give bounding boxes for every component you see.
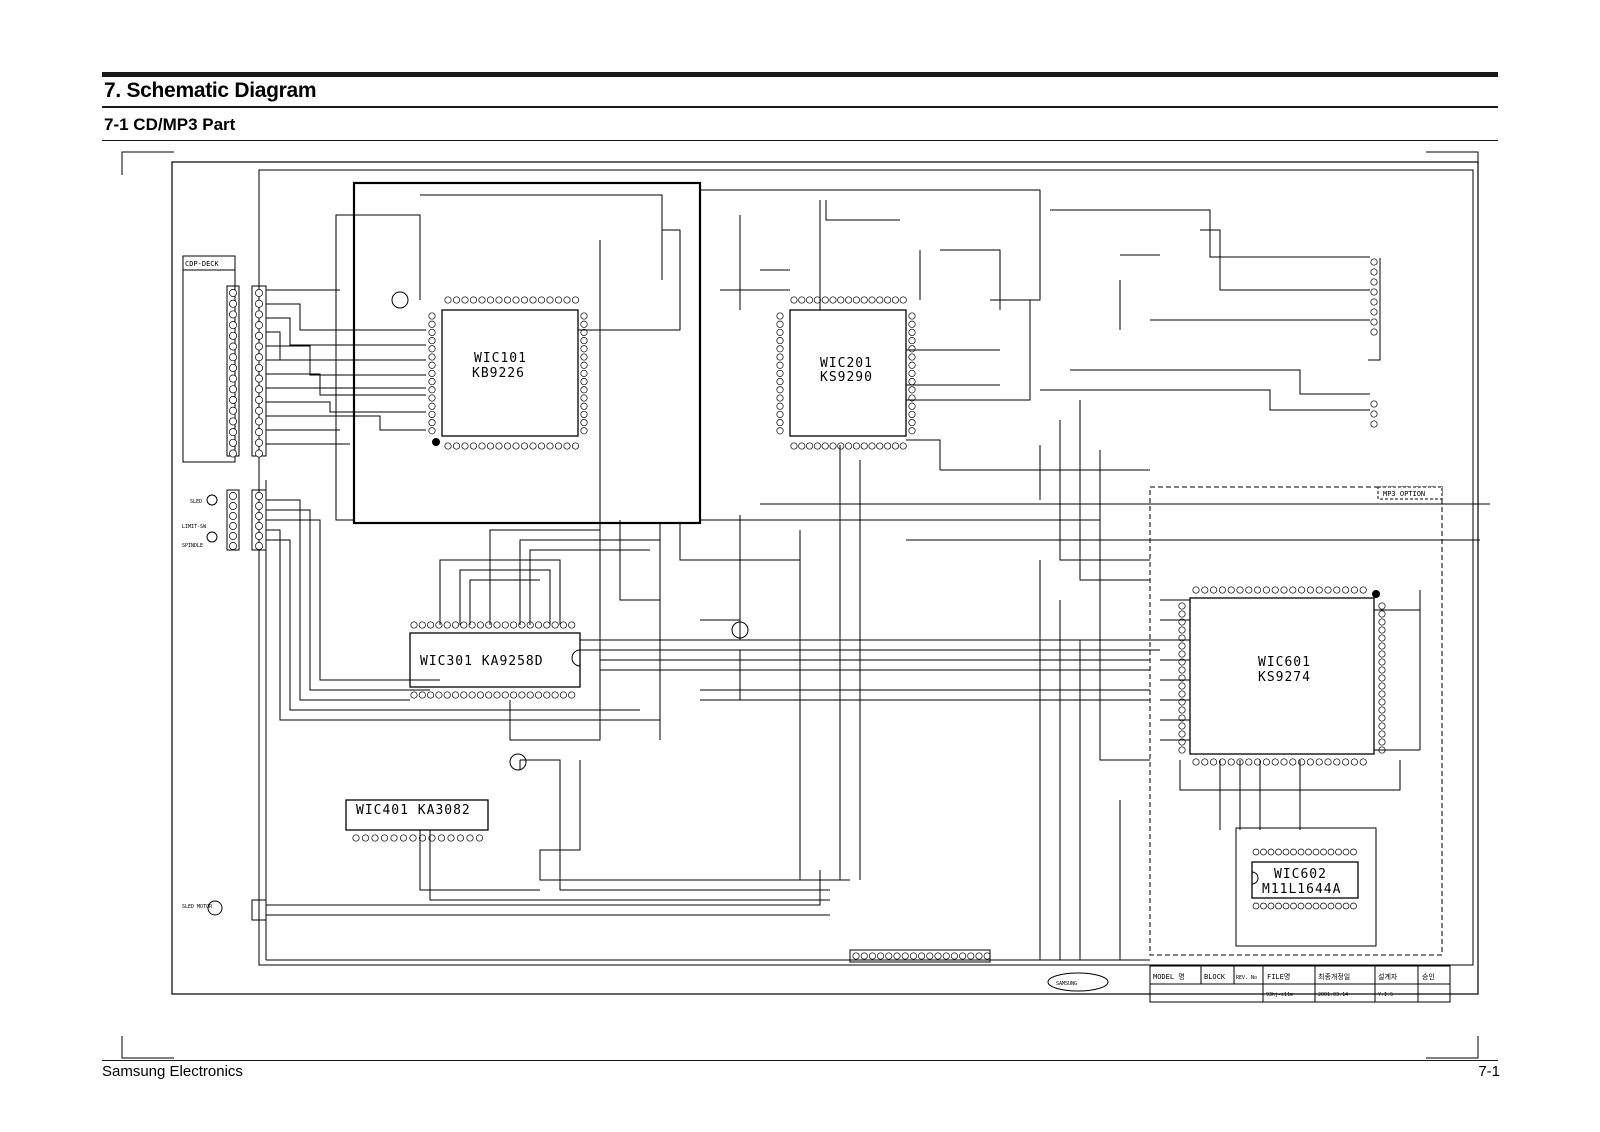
wic601-chip [1189,597,1375,755]
wiring-nets [265,189,1490,961]
title-block [1149,965,1451,1003]
wic601-part: KS9274 [1258,670,1311,685]
limit-sw-label: LIMIT-SW [182,524,207,530]
wic401-chip [345,799,489,831]
samsung-logo-text: SAMSUNG [1056,981,1077,987]
wic602-ref: WIC602 [1274,867,1327,882]
wic101-ref: WIC101 [474,351,527,366]
tb-file: FILE명 [1267,972,1290,981]
header-rule [102,106,1498,108]
samsung-logo [1047,972,1109,992]
wic101-chip [441,309,579,437]
tb-date-value: 2001.03.14 [1318,992,1348,998]
wic602-chip [1251,861,1359,899]
wic301-ref: WIC301 KA9258D [420,654,544,669]
mp3-option-label: MP3 OPTION [1383,490,1425,498]
footer-rule [102,1060,1498,1061]
sled-connector [206,489,267,921]
footer-company: Samsung Electronics [102,1063,243,1080]
outer-frame [171,161,1479,995]
subheader-rule [102,140,1498,141]
transistors [391,291,749,771]
mp3-option-box [1149,486,1443,956]
wic601-ref: WIC601 [1258,655,1311,670]
tb-date-label: 최종개정일 [1318,972,1350,981]
tb-file-value: 93hj-e11m [1266,992,1293,998]
inner-frame [258,169,1474,966]
sled-motor-label: SLED MOTOR [182,904,213,910]
footer-page: 7-1 [1478,1063,1500,1080]
tb-model: MODEL 명 [1153,972,1185,981]
wic602-part: M11L1644A [1262,882,1341,897]
wic301-chip [409,632,581,688]
wic201-part: KS9290 [820,370,873,385]
tb-block: BLOCK [1204,973,1226,981]
wic201-ref: WIC201 [820,356,873,371]
wic101-block [352,181,702,525]
cdp-deck-connector [182,255,267,463]
wic201-chip [789,309,907,437]
wic401-ref: WIC401 KA3082 [356,803,471,818]
page-title: 7. Schematic Diagram [104,79,317,102]
header-rule-thick [102,72,1498,77]
bottom-connector [849,949,991,963]
spindle-label: SPINDLE [182,543,203,549]
section-title: 7-1 CD/MP3 Part [104,115,236,134]
tb-designer-value: Y.I.S [1378,992,1393,998]
chip-pins [229,258,1386,960]
wic101-part: KB9226 [472,366,525,381]
tb-designer: 설계자 [1378,972,1398,981]
sled-label: SLED [190,499,202,505]
tb-approval: 승인 [1422,972,1435,981]
cdp-deck-label: CDP-DECK [185,260,220,268]
tb-rev: REV. No [1236,975,1257,981]
